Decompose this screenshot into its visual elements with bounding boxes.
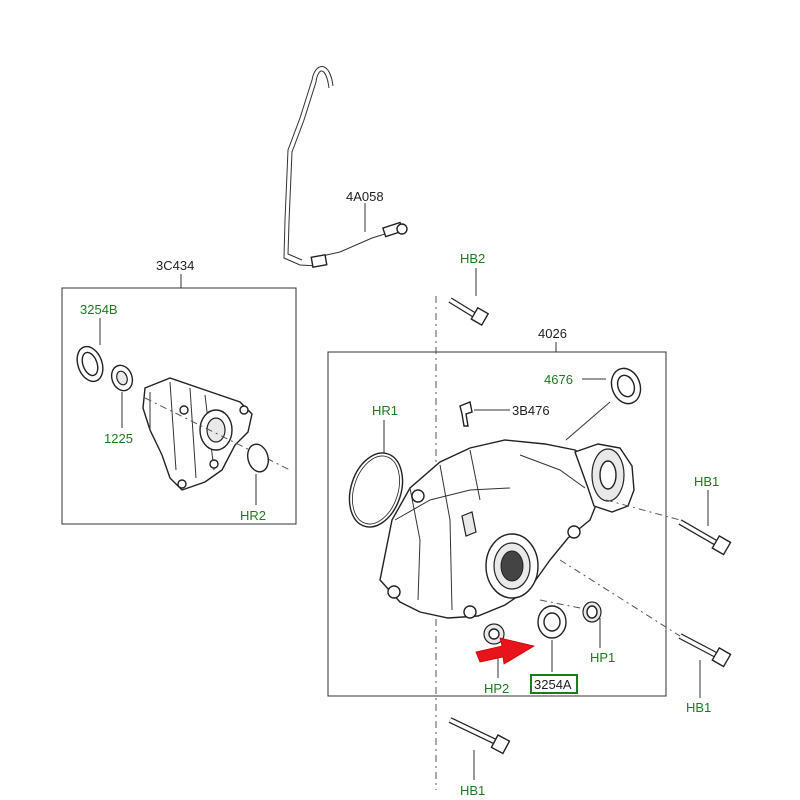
- housing-assembly-box: [327, 351, 667, 697]
- label-1225: 1225: [104, 431, 133, 446]
- label-hp2: HP2: [484, 681, 509, 696]
- cover-assembly-box: [61, 287, 297, 525]
- output-seal: [537, 605, 567, 639]
- pinion-seal: [610, 367, 642, 405]
- label-4a058: 4A058: [346, 189, 384, 204]
- label-hb1-lower: HB1: [686, 700, 711, 715]
- plug-hp2: [483, 623, 505, 645]
- bolt-hb1-bottom: [448, 717, 511, 755]
- breather-pipe: [283, 66, 408, 268]
- red-arrow-icon: [475, 637, 536, 665]
- label-3254b: 3254B: [80, 302, 118, 317]
- cover-bearing: [110, 364, 134, 392]
- label-hb1-upper: HB1: [694, 474, 719, 489]
- plug-hp1: [582, 601, 602, 623]
- bolt-hb2: [448, 297, 490, 327]
- label-3c434: 3C434: [156, 258, 194, 273]
- highlight-box-3254a: [530, 674, 578, 694]
- label-hr2: HR2: [240, 508, 266, 523]
- housing-o-ring: [348, 452, 404, 528]
- label-4676: 4676: [544, 372, 573, 387]
- label-hr1: HR1: [372, 403, 398, 418]
- cover-seal-ring: [76, 345, 104, 383]
- transfer-cover: [142, 377, 253, 491]
- differential-housing: [379, 439, 635, 619]
- label-3254a: 3254A: [534, 677, 572, 692]
- label-hb2-top: HB2: [460, 251, 485, 266]
- label-4026: 4026: [538, 326, 567, 341]
- bolt-hb1-lower: [678, 633, 732, 668]
- breather-fitting: [459, 401, 473, 427]
- bolt-hb1-upper: [678, 519, 732, 556]
- cover-o-ring: [246, 443, 270, 473]
- label-hp1: HP1: [590, 650, 615, 665]
- label-3b476: 3B476: [512, 403, 550, 418]
- label-hb1-bottom: HB1: [460, 783, 485, 798]
